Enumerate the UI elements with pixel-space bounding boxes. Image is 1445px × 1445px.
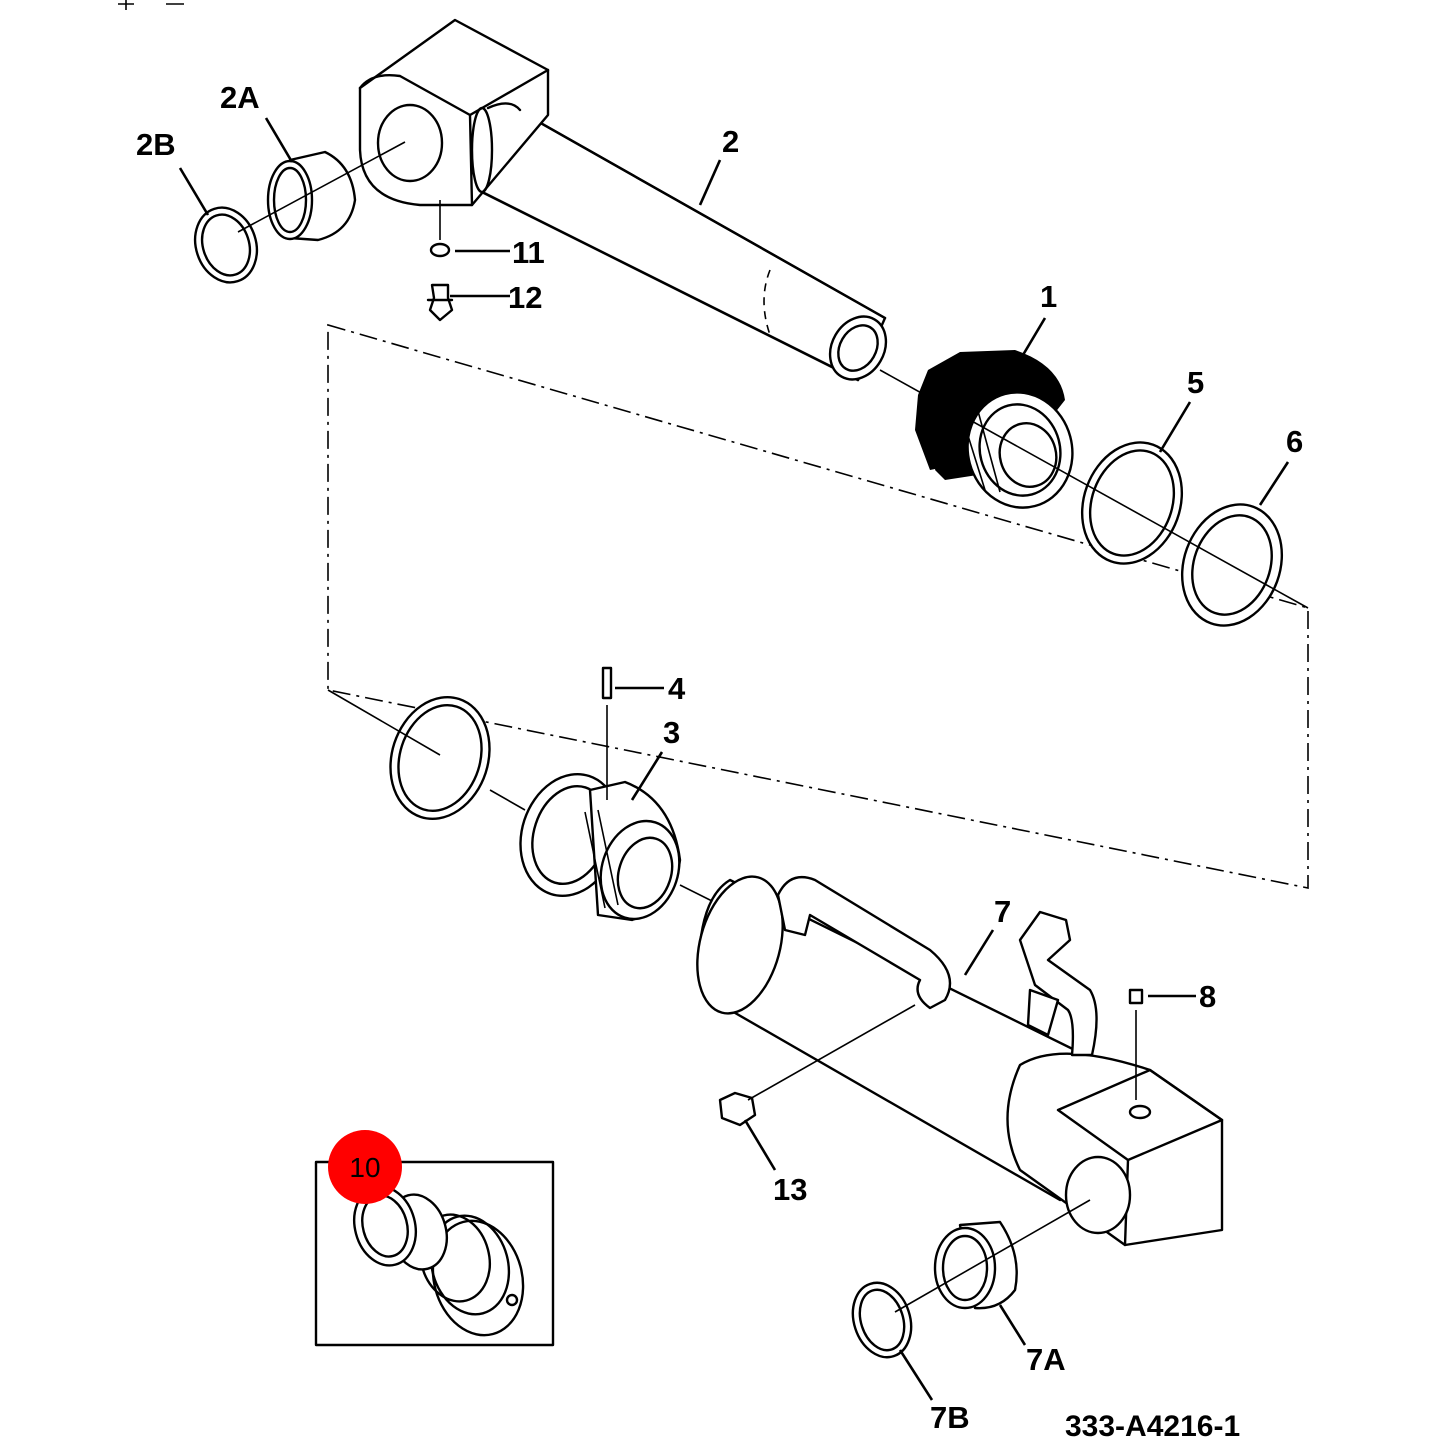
label-12[interactable]: 12 [508,280,542,315]
label-7a[interactable]: 7A [1026,1342,1066,1377]
label-2[interactable]: 2 [722,124,739,159]
label-6[interactable]: 6 [1286,424,1303,459]
seal-7b [851,1281,913,1359]
head-wear-ring [389,695,491,821]
plug-13 [718,1004,916,1127]
bushing-7a [933,1220,1018,1310]
cylinder-barrel [696,875,1224,1247]
zoom-controls-icon[interactable] [118,0,184,10]
wear-ring-5 [1080,441,1184,565]
bushing-2a [266,150,357,242]
assembly-guide-lines [327,323,1309,889]
centerline-base [894,1199,1091,1313]
seal-kit-inset [314,1160,555,1347]
label-2a[interactable]: 2A [220,80,260,115]
centerline-upper [237,141,441,240]
label-4[interactable]: 4 [668,671,686,706]
callout-labels: 2A 2B 2 11 12 1 5 6 4 3 7 8 13 7A 7B [136,80,1303,1435]
label-2b[interactable]: 2B [136,127,176,162]
piston-rod [358,18,888,382]
centerline-piston [879,369,1309,609]
label-8[interactable]: 8 [1199,979,1216,1014]
piston [915,350,1074,509]
label-5[interactable]: 5 [1187,365,1204,400]
grease-fitting-parts [426,242,454,322]
figure-id: 333-A4216-1 [1065,1410,1240,1443]
label-11[interactable]: 11 [512,235,545,270]
label-13[interactable]: 13 [773,1172,807,1207]
label-7b[interactable]: 7B [930,1400,970,1435]
label-3[interactable]: 3 [663,715,680,750]
label-7[interactable]: 7 [994,894,1011,929]
highlight-badge-10[interactable]: 10 [328,1130,402,1204]
label-1[interactable]: 1 [1040,279,1057,314]
bleeder-fitting-8 [1128,988,1144,1100]
callout-leaders [178,117,1290,1401]
cylinder-head [519,772,682,922]
lock-pin-4 [601,666,613,800]
label-10[interactable]: 10 [349,1152,380,1183]
seal-2b [193,206,259,284]
